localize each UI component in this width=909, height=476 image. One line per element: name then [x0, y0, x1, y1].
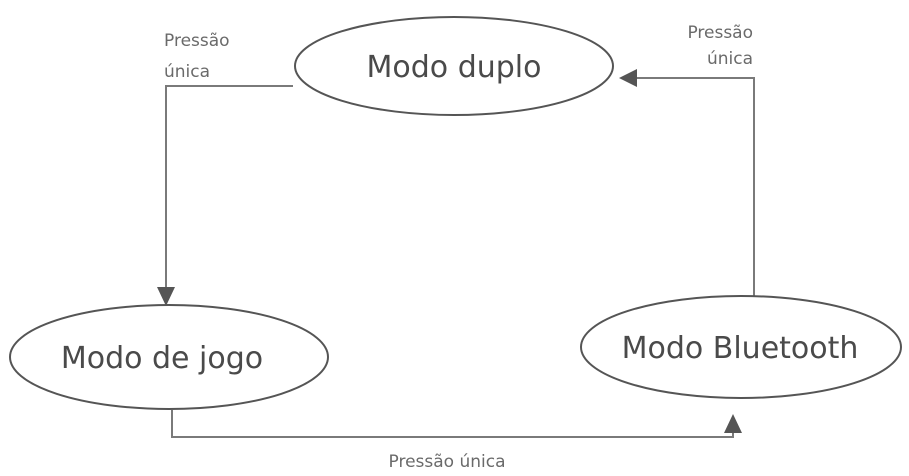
edge-bluetooth-to-dual-label-line2: única [707, 49, 753, 69]
arrow-left-icon [619, 69, 637, 87]
edge-bluetooth-to-dual-label-line1: Pressão [687, 23, 753, 43]
node-bluetooth-mode: Modo Bluetooth [580, 295, 902, 399]
arrow-down-icon [157, 287, 175, 306]
edge-bluetooth-to-dual [619, 69, 755, 296]
arrow-up-icon [724, 414, 742, 433]
node-game-mode-ellipse [9, 304, 329, 410]
node-bluetooth-mode-ellipse [580, 295, 902, 399]
edge-dual-to-game-line [165, 85, 293, 290]
edge-game-to-bluetooth-line [171, 410, 734, 438]
node-dual-mode: Modo duplo [294, 16, 614, 116]
node-dual-mode-label: Modo duplo [367, 50, 542, 85]
edge-dual-to-game [157, 85, 293, 306]
node-dual-mode-ellipse [294, 16, 614, 116]
edge-dual-to-game-label-line2: única [164, 62, 210, 82]
edge-game-to-bluetooth-label: Pressão única [389, 452, 506, 472]
node-game-mode: Modo de jogo [9, 304, 329, 410]
edge-game-to-bluetooth [171, 410, 742, 438]
edge-bluetooth-to-dual-line [632, 77, 755, 296]
node-bluetooth-mode-label: Modo Bluetooth [622, 331, 859, 366]
node-game-mode-label: Modo de jogo [61, 341, 263, 376]
edge-dual-to-game-label-line1: Pressão [164, 31, 230, 51]
